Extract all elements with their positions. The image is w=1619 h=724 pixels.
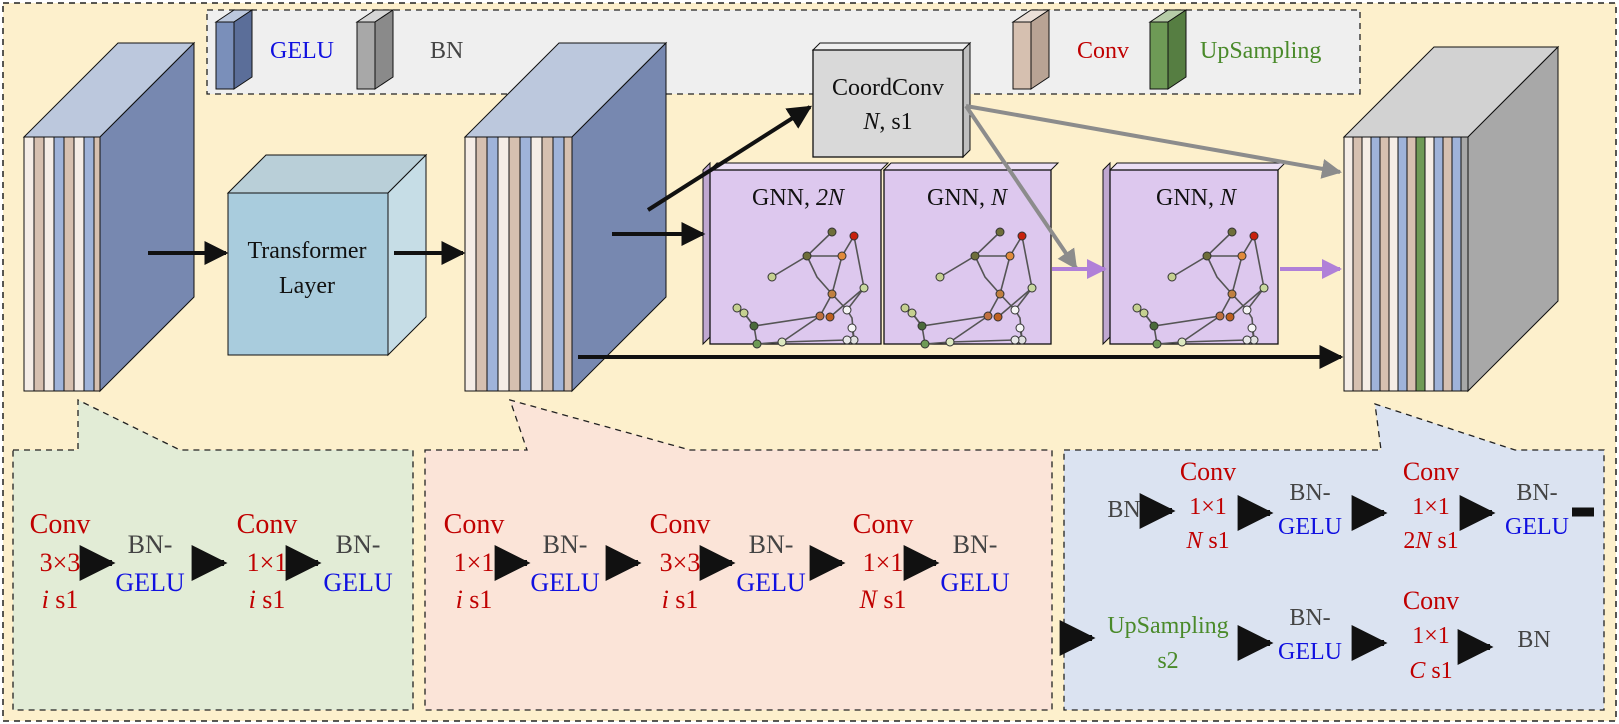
feature-stack-1 [22,41,196,393]
transformer-label-line1: Transformer [247,238,366,264]
p2-gelu1: GELU [530,568,600,597]
gnn-label-2: GNN, N [927,185,1009,211]
p2-bn3: BN- [953,530,998,559]
legend-upsampling-swatch [1148,9,1188,90]
legend-gelu-label: GELU [270,38,334,64]
p3-bn2: BN- [1516,480,1557,506]
feature-stack-3 [1342,45,1560,393]
p1-conv1-label: Conv [30,509,91,540]
p3-conv1-kernel: 1×1 [1189,494,1227,520]
p2-conv3-kernel: 1×1 [863,548,904,577]
coordconv-label-line1: CoordConv [832,75,944,101]
p1-gelu2: GELU [323,568,393,597]
panel2-content: Conv 1×1 i s1 BN- GELU Conv 3×3 i s1 BN-… [444,509,1010,614]
p1-conv2-label: Conv [237,509,298,540]
p1-conv2-channels: i s1 [249,585,286,614]
p2-bn1: BN- [543,530,588,559]
p1-conv2-kernel: 1×1 [247,548,288,577]
p2-bn2: BN- [749,530,794,559]
p2-conv2-label: Conv [650,509,711,540]
p2-conv3-label: Conv [853,509,914,540]
transformer-label-line2: Layer [279,273,335,299]
p2-conv3-channels: N s1 [859,585,907,614]
p2-conv1-channels: i s1 [456,585,493,614]
p3-conv3-kernel: 1×1 [1412,623,1450,649]
p3-conv3-label: Conv [1403,586,1459,615]
p3-upsampling-label: UpSampling [1107,613,1228,639]
p3-conv2-label: Conv [1403,457,1459,486]
legend: GELU BN Conv UpSampling [206,9,1361,95]
p3-gelu3: GELU [1278,639,1342,665]
flow-arrows [148,104,1344,369]
gnn-label-3: GNN, N [1156,185,1238,211]
p1-bn2: BN- [336,530,381,559]
legend-conv-label: Conv [1077,38,1129,64]
legend-upsampling-label: UpSampling [1200,38,1321,64]
transformer-layer-block: Transformer Layer [226,153,428,357]
p3-bn3: BN- [1289,605,1330,631]
p3-conv2-channels: 2N s1 [1403,528,1458,554]
p3-bn-start: BN [1107,497,1140,523]
legend-bn-label: BN [430,38,463,64]
p1-gelu1: GELU [115,568,185,597]
gnn-block-1: GNN, 2N [702,161,890,349]
panel-stack2-detail [424,399,1053,711]
feature-stack-2 [463,41,668,393]
panel1-content: Conv 3×3 i s1 BN- GELU Conv 1×1 i s1 BN-… [30,509,393,614]
legend-gelu-swatch [214,9,254,90]
legend-bn-swatch [355,9,395,90]
p3-conv3-channels: C s1 [1409,658,1452,684]
coordconv-label-line2: N, s1 [862,109,912,135]
p2-gelu3: GELU [940,568,1010,597]
p2-conv2-kernel: 3×3 [660,548,701,577]
p3-upsampling-stride: s2 [1157,648,1178,674]
p1-conv1-channels: i s1 [42,585,79,614]
panel3-content: BN Conv 1×1 N s1 BN- GELU Conv 1×1 2N s1… [1059,457,1594,684]
gnn-block-2: GNN, N [882,162,1060,349]
p3-bn-end: BN [1517,627,1550,653]
p2-gelu2: GELU [736,568,806,597]
p3-conv1-label: Conv [1180,457,1236,486]
gnn-label-1: GNN, 2N [752,185,846,211]
p3-conv1-channels: N s1 [1185,528,1229,554]
gnn-block-3: GNN, N [1102,161,1287,349]
p3-gelu2: GELU [1505,514,1569,540]
p3-bn1: BN- [1289,480,1330,506]
legend-conv-swatch [1011,9,1051,90]
p1-bn1: BN- [128,530,173,559]
p2-conv1-label: Conv [444,509,505,540]
p2-conv2-channels: i s1 [662,585,699,614]
coordconv-block: CoordConv N, s1 [811,41,972,159]
p3-gelu1: GELU [1278,514,1342,540]
p1-conv1-kernel: 3×3 [40,548,81,577]
p3-conv2-kernel: 1×1 [1412,494,1450,520]
p2-conv1-kernel: 1×1 [454,548,495,577]
